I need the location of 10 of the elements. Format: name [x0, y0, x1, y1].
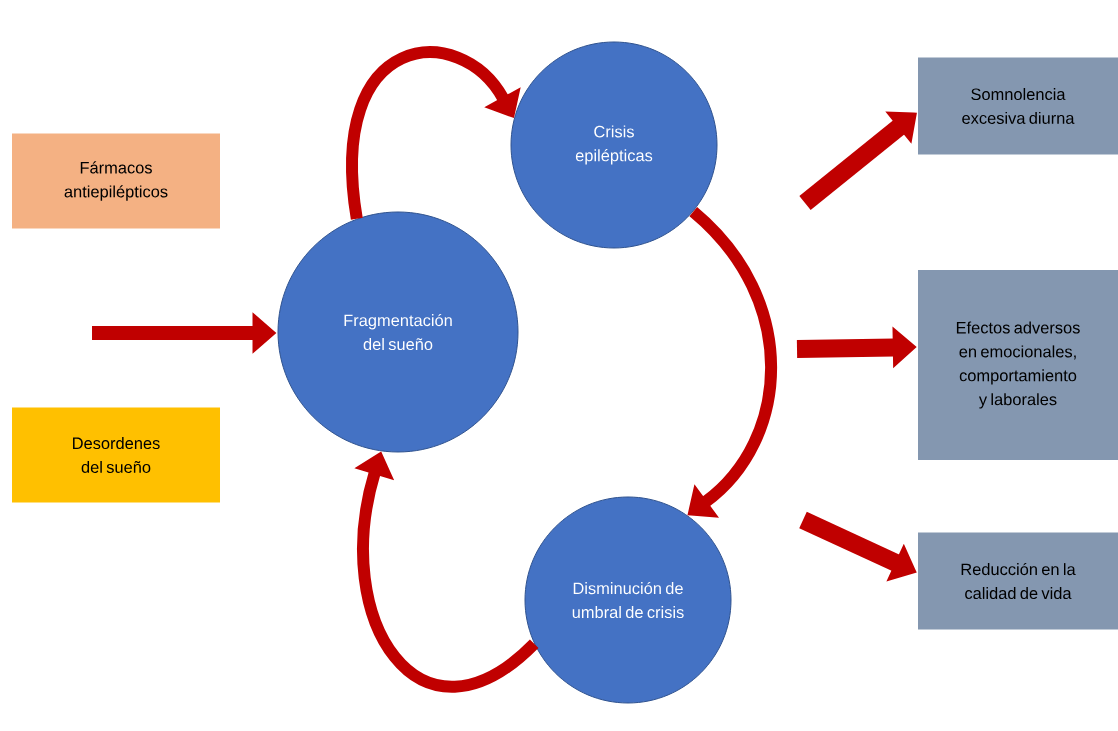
arrow: [799, 111, 917, 210]
text-box: Somnolencia excesiva diurna: [918, 57, 1118, 155]
text-box: Efectos adversos en emocionales, comportamiento y laborales: [918, 270, 1118, 460]
circle-node: Disminución de umbral de crisis: [524, 496, 732, 704]
text-box: Reducción en la calidad de vida: [918, 532, 1118, 630]
circle-node: Fragmentación del sueño: [277, 211, 519, 453]
curved-arrow: [346, 46, 521, 220]
text-box: Desordenes del sueño: [12, 407, 220, 503]
text-box: Fármacos antiepilépticos: [12, 133, 220, 229]
circle-node: Crisis epilépticas: [510, 41, 718, 249]
